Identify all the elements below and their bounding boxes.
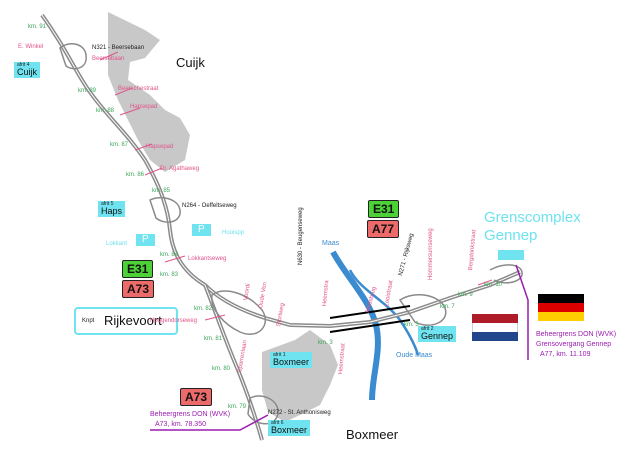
boundary-line-south (150, 414, 269, 431)
street-label: Hommersumseweg (428, 228, 434, 280)
km-marker: km. 5 (404, 322, 419, 328)
km-marker: km. 7 (440, 304, 455, 310)
boundary-east-line1: Beheergrens DON (WVK) (536, 331, 617, 338)
parking-hooispp-sign: P (192, 224, 211, 236)
road-n630: N630 - Beugenseweg (298, 207, 304, 265)
junction-name: Rijkevoort (104, 313, 162, 328)
exit-6-name: Boxmeer (271, 425, 308, 435)
route-shield-a73-west: A73 (122, 280, 155, 298)
exit-5-haps: afrit 5 Haps (98, 201, 126, 217)
junction-rijkevoort-box: Knpt Rijkevoort (74, 307, 178, 335)
cross-streets (99, 51, 493, 321)
boundary-east-line3: A77, km. 11.109 (540, 351, 591, 358)
road-n321: N321 - Beersebaan (92, 45, 145, 51)
interchange-boxmeer-south (247, 395, 279, 425)
maas-bridge-north (329, 305, 411, 319)
exit-1-name: Boxmeer (273, 357, 310, 367)
maas-bridge-south (329, 319, 411, 333)
street-label: Beersebaan (92, 56, 125, 62)
route-shield-a73-south: A73 (180, 388, 213, 406)
town-label-boxmeer: Boxmeer (346, 427, 399, 442)
border-complex-icon (498, 250, 524, 260)
exit-4-name: Cuijk (17, 67, 38, 77)
border-complex-line2: Gennep (484, 227, 538, 244)
interchange-gennep (398, 293, 447, 326)
route-shield-e31-north: E31 (368, 200, 400, 218)
urban-area-cuijk (108, 12, 190, 172)
street-label: Hapsepad (130, 104, 158, 110)
km-marker: km. 87 (110, 142, 129, 148)
flag-germany-icon (538, 294, 584, 321)
border-loop (489, 264, 523, 284)
street-label: Lokkantseweg (188, 256, 227, 262)
boundary-south-line1: Beheergrens DON (WVK) (150, 411, 231, 418)
boundary-line-east (515, 264, 529, 360)
km-marker: km. 86 (126, 172, 145, 178)
exit-1-boxmeer: afrit 1 Boxmeer (270, 352, 313, 368)
parking-lokkant-name: Lokkant (106, 241, 128, 247)
interchange-cuijk (59, 43, 87, 70)
exit-4-cuijk: afrit 4 Cuijk (14, 62, 41, 78)
km-marker: km. 88 (96, 108, 115, 114)
road-n272: N272 - St. Anthonisweg (268, 410, 331, 416)
km-marker: km. 91 (28, 24, 47, 30)
exit-6-number: afrit 6 (271, 420, 284, 426)
street-label: Hapsepad (146, 144, 174, 150)
river-oude-maas (348, 269, 420, 356)
street-label: E. Winkel (18, 44, 44, 50)
exit-2-number: afrit 2 (421, 326, 434, 332)
km-marker: km. 3 (318, 340, 333, 346)
street-label: Dr. Agathaweg (160, 166, 200, 172)
route-shield-a77: A77 (367, 220, 400, 238)
km-marker: km. 84 (160, 252, 179, 258)
km-marker: km. 85 (152, 188, 171, 194)
km-marker: km. 81 (204, 336, 223, 342)
route-shield-e31-west: E31 (122, 260, 154, 278)
km-marker: km. 80 (212, 366, 231, 372)
km-marker: km. 9 (458, 292, 473, 298)
street-label: Hoogendorseweg (150, 318, 198, 324)
road-n264: N264 - Oeffeltseweg (182, 203, 237, 209)
boundary-east-line2: Grensovergang Gennep (536, 341, 612, 348)
boundary-south-line2: A73, km. 78.350 (155, 421, 206, 428)
exit-6-boxmeer: afrit 6 Boxmeer (268, 420, 311, 436)
parking-hooispp-name: Hooispp (222, 230, 245, 236)
street-label: Beerschestraat (118, 86, 159, 92)
km-marker: km. 79 (228, 404, 247, 410)
town-label-cuijk: Cuijk (176, 55, 205, 70)
border-complex-line1: Grenscomplex (484, 209, 581, 226)
flag-netherlands-icon (472, 314, 518, 341)
junction-prefix: Knpt (82, 318, 95, 324)
km-marker: km. 10 (484, 282, 503, 288)
water-label-maas: Maas (322, 240, 340, 247)
exit-4-number: afrit 4 (17, 62, 30, 68)
km-marker: km. 82 (194, 306, 213, 312)
interchange-haps (149, 197, 181, 223)
exit-2-name: Gennep (421, 331, 454, 341)
km-marker: km. 83 (160, 272, 179, 278)
parking-lokkant-sign: P (136, 234, 155, 246)
km-marker: km. 89 (78, 88, 97, 94)
highway-a73-inner (41, 14, 521, 327)
exit-5-number: afrit 5 (101, 201, 114, 207)
exit-1-number: afrit 1 (273, 352, 286, 358)
exit-5-name: Haps (101, 206, 123, 216)
exit-2-gennep: afrit 2 Gennep (418, 326, 457, 342)
water-label-oude-maas: Oude Maas (396, 352, 433, 359)
